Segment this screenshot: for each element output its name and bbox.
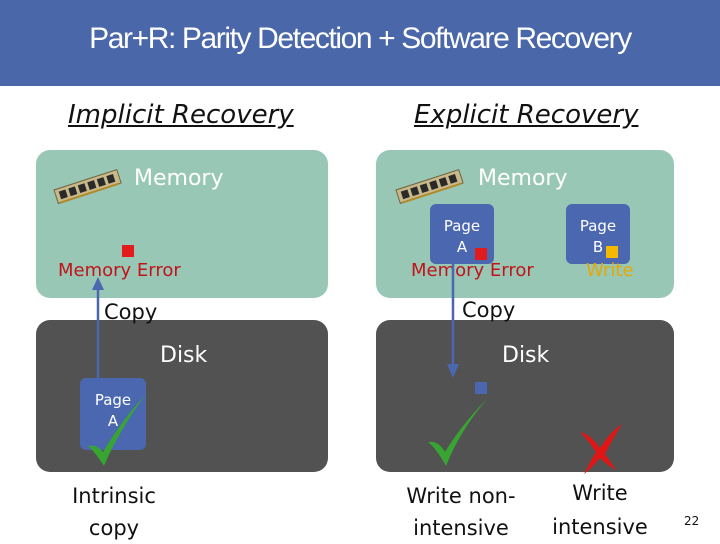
title-bar <box>0 0 720 86</box>
explicit-disk-region <box>376 320 674 472</box>
page-label-line2: A <box>107 412 119 430</box>
explicit-disk-block-marker <box>475 382 487 394</box>
page-a-line1: Page <box>443 217 481 235</box>
explicit-error-label: Memory Error <box>411 260 534 281</box>
implicit-error-marker <box>122 245 134 257</box>
explicit-right-caption-line2: intensive <box>552 515 648 539</box>
page-b-line1: Page <box>579 217 617 235</box>
implicit-caption-line2: copy <box>88 516 140 540</box>
explicit-right-caption-line1: Write <box>572 481 628 505</box>
explicit-page-b: Page B <box>566 204 630 264</box>
implicit-page-a: Page A <box>80 378 146 450</box>
explicit-memory-label: Memory <box>478 166 568 191</box>
explicit-error-marker <box>475 248 487 260</box>
explicit-left-caption: Write non- intensive <box>396 480 526 544</box>
explicit-right-caption: Write intensive <box>544 476 656 544</box>
page-label-line1: Page <box>94 391 132 409</box>
implicit-recovery-heading: Implicit Recovery <box>68 100 294 130</box>
implicit-caption: Intrinsic copy <box>64 480 164 544</box>
implicit-memory-label: Memory <box>134 166 224 191</box>
page-a-line2: A <box>456 238 468 256</box>
implicit-caption-line1: Intrinsic <box>72 484 156 508</box>
explicit-copy-label: Copy <box>462 298 516 322</box>
explicit-write-label: Write <box>586 260 634 281</box>
implicit-error-label: Memory Error <box>58 260 181 281</box>
implicit-copy-label: Copy <box>104 300 158 324</box>
explicit-recovery-heading: Explicit Recovery <box>414 100 639 130</box>
explicit-write-marker <box>606 246 618 258</box>
slide-number: 22 <box>684 514 700 528</box>
explicit-left-caption-line1: Write non- <box>406 484 516 508</box>
explicit-disk-label: Disk <box>502 343 550 368</box>
page-b-line2: B <box>592 238 604 256</box>
implicit-disk-label: Disk <box>160 343 208 368</box>
explicit-left-caption-line2: intensive <box>413 516 509 540</box>
slide-title: Par+R: Parity Detection + Software Recov… <box>89 22 632 55</box>
